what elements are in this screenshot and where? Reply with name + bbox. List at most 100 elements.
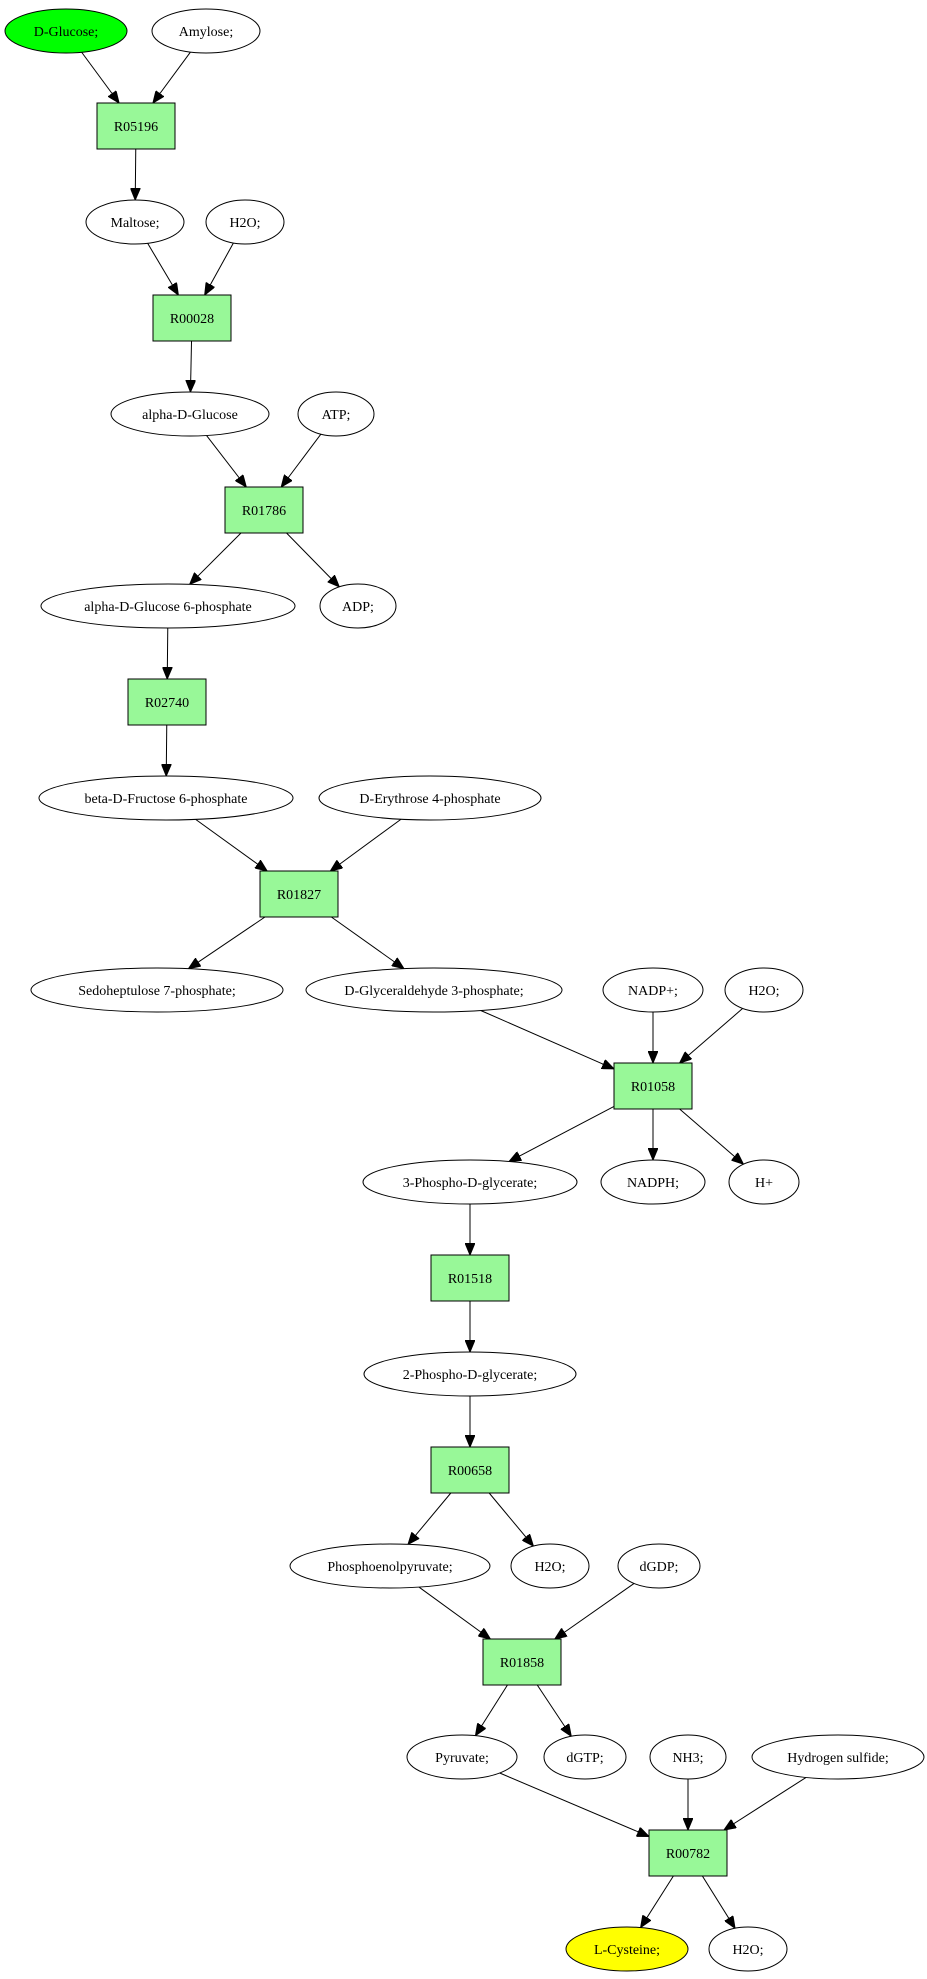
node-label: R00028: [170, 312, 214, 327]
node-label: R05196: [114, 120, 158, 135]
edge-alpha-d-glucose-to-r01786: [206, 435, 247, 487]
node-r01786: R01786: [224, 486, 304, 534]
compound-ellipse: [30, 967, 284, 1013]
compound-ellipse: [318, 775, 542, 821]
reaction-box: [430, 1254, 510, 1302]
edge-r01858-to-dgtp: [536, 1684, 571, 1736]
node-dgtp: dGTP;: [543, 1734, 627, 1780]
node-r00028: R00028: [152, 294, 232, 342]
compound-ellipse: [600, 1159, 706, 1205]
reaction-box: [96, 102, 176, 150]
node-label: H2O;: [534, 1560, 565, 1575]
compound-ellipse: [38, 775, 294, 821]
compound-ellipse: [40, 583, 296, 629]
reaction-box: [224, 486, 304, 534]
node-nh3: NH3;: [649, 1734, 727, 1780]
reaction-box: [648, 1829, 728, 1877]
edge-beta-d-fructose-6p-to-r01827: [195, 818, 267, 871]
node-atp: ATP;: [297, 391, 375, 437]
compound-ellipse: [617, 1543, 701, 1589]
edge-r01827-to-sedoheptulose-7p: [189, 916, 266, 969]
edge-r01827-to-d-glyceraldehyde-3p: [331, 916, 404, 969]
node-label: Hydrogen sulfide;: [787, 1751, 888, 1766]
compound-ellipse: [289, 1543, 491, 1589]
node-label: Amylose;: [179, 25, 233, 40]
node-label: R01827: [277, 888, 321, 903]
node-h2o-3: H2O;: [510, 1543, 590, 1589]
node-label: R01786: [242, 504, 286, 519]
node-label: alpha-D-Glucose 6-phosphate: [84, 600, 252, 615]
compound-ellipse: [728, 1159, 800, 1205]
node-r01518: R01518: [430, 1254, 510, 1302]
edge-alpha-d-glucose-6p-to-r02740: [167, 627, 168, 679]
edge-amylose-to-r05196: [153, 51, 191, 103]
edge-h2o-2-to-r01058: [680, 1008, 744, 1063]
node-label: H2O;: [732, 1943, 763, 1958]
node-h2o-4: H2O;: [708, 1926, 788, 1972]
node-label: dGDP;: [640, 1560, 679, 1575]
edge-h2o-1-to-r00028: [205, 242, 234, 295]
edge-dgdp-to-r01858: [555, 1583, 635, 1639]
node-sedoheptulose-7p: Sedoheptulose 7-phosphate;: [30, 967, 284, 1013]
node-label: 3-Phospho-D-glycerate;: [403, 1176, 538, 1191]
node-r00782: R00782: [648, 1829, 728, 1877]
edge-r02740-to-beta-d-fructose-6p: [166, 724, 167, 776]
node-adp: ADP;: [319, 583, 397, 629]
node-h-plus: H+: [728, 1159, 800, 1205]
node-label: ADP;: [342, 600, 374, 615]
node-phospho-3-d-glycerate: 3-Phospho-D-glycerate;: [362, 1159, 578, 1205]
node-label: H2O;: [229, 216, 260, 231]
edge-r00028-to-alpha-d-glucose: [190, 340, 191, 392]
node-label: Sedoheptulose 7-phosphate;: [78, 984, 235, 999]
node-label: NADP+;: [628, 984, 678, 999]
node-label: R00658: [448, 1464, 492, 1479]
compound-ellipse: [319, 583, 397, 629]
edge-hydrogen-sulfide-to-r00782: [724, 1777, 807, 1830]
node-label: R01858: [500, 1656, 544, 1671]
compound-ellipse: [708, 1926, 788, 1972]
node-l-cysteine: L-Cysteine;: [565, 1926, 689, 1972]
node-r01858: R01858: [482, 1638, 562, 1686]
compound-ellipse: [510, 1543, 590, 1589]
node-r01827: R01827: [259, 870, 339, 918]
compound-ellipse: [543, 1734, 627, 1780]
edges-layer: [81, 51, 807, 1928]
node-label: D-Erythrose 4-phosphate: [359, 792, 500, 807]
edge-r00658-to-h2o-3: [488, 1492, 533, 1546]
edge-pyruvate-to-r00782: [499, 1772, 649, 1836]
reaction-box: [127, 678, 207, 726]
node-label: NH3;: [672, 1751, 703, 1766]
edge-r01786-to-alpha-d-glucose-6p: [190, 532, 242, 584]
node-d-erythrose-4p: D-Erythrose 4-phosphate: [318, 775, 542, 821]
node-alpha-d-glucose: alpha-D-Glucose: [110, 391, 270, 437]
node-label: Phosphoenolpyruvate;: [327, 1560, 452, 1575]
compound-ellipse: [151, 8, 261, 54]
edge-r01058-to-h-plus: [679, 1108, 744, 1164]
edge-r01858-to-pyruvate: [475, 1684, 508, 1736]
node-h2o-2: H2O;: [724, 967, 804, 1013]
compound-ellipse: [724, 967, 804, 1013]
reaction-box: [152, 294, 232, 342]
node-label: beta-D-Fructose 6-phosphate: [85, 792, 248, 807]
node-label: R00782: [666, 1847, 710, 1862]
compound-ellipse: [362, 1159, 578, 1205]
compound-ellipse: [602, 967, 704, 1013]
node-label: Pyruvate;: [435, 1751, 489, 1766]
node-alpha-d-glucose-6p: alpha-D-Glucose 6-phosphate: [40, 583, 296, 629]
node-maltose: Maltose;: [85, 199, 185, 245]
node-d-glucose: D-Glucose;: [4, 8, 128, 54]
reaction-box: [259, 870, 339, 918]
compound-ellipse: [4, 8, 128, 54]
edge-r00782-to-l-cysteine: [641, 1875, 674, 1928]
compound-ellipse: [110, 391, 270, 437]
node-label: L-Cysteine;: [594, 1943, 660, 1958]
node-r00658: R00658: [430, 1446, 510, 1494]
node-phospho-2-d-glycerate: 2-Phospho-D-glycerate;: [363, 1351, 577, 1397]
node-nadph: NADPH;: [600, 1159, 706, 1205]
edge-r05196-to-maltose: [135, 148, 136, 200]
node-nadp-plus: NADP+;: [602, 967, 704, 1013]
node-pyruvate: Pyruvate;: [406, 1734, 518, 1780]
node-label: R01518: [448, 1272, 492, 1287]
